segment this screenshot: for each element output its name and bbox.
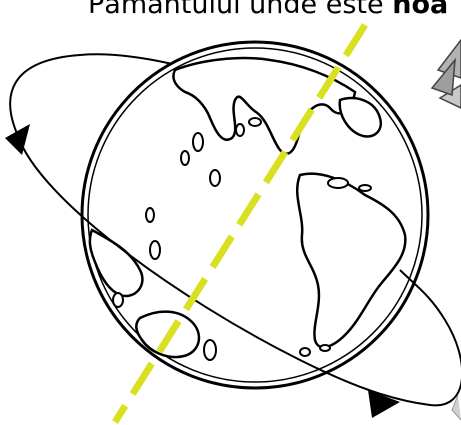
sun — [432, 40, 461, 108]
orbit-arrow-left — [5, 124, 30, 155]
